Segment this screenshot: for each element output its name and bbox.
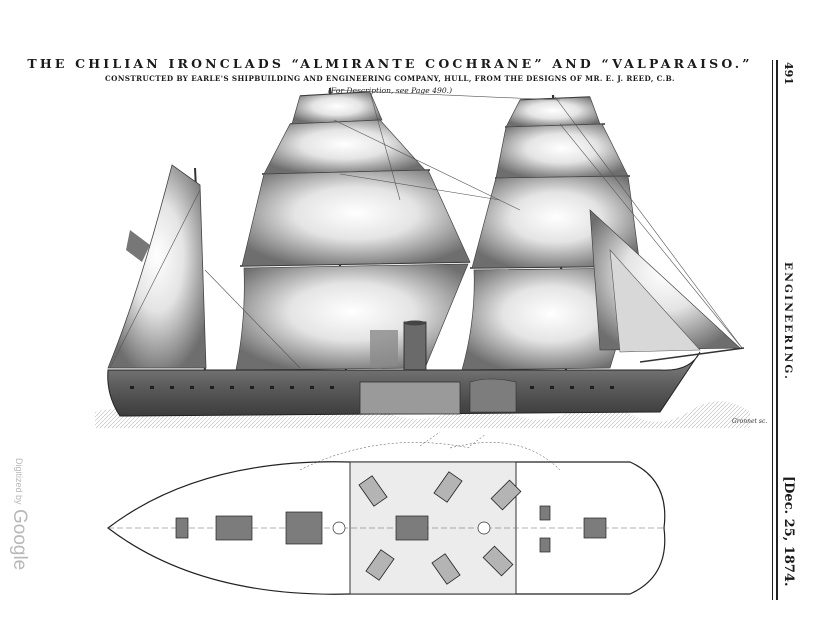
journal-name: ENGINEERING. xyxy=(782,262,794,381)
watermark-google: Google xyxy=(9,508,30,571)
page-number: 491 xyxy=(782,62,795,85)
engraver-signature: Gronnet sc. xyxy=(732,418,768,425)
margin-rule xyxy=(772,60,773,600)
description-note: (For Description, see Page 490.) xyxy=(327,86,453,95)
plate-subtitle: CONSTRUCTED BY EARLE'S SHIPBUILDING AND … xyxy=(105,74,675,83)
deck-plan-diagram xyxy=(107,431,666,595)
digitized-watermark: Digitized by Google xyxy=(8,458,30,570)
watermark-small: Digitized by xyxy=(14,458,24,505)
margin-rule-thick xyxy=(776,60,778,600)
plate-title: THE CHILIAN IRONCLADS “ALMIRANTE COCHRAN… xyxy=(27,56,753,71)
issue-date: [Dec. 25, 1874. xyxy=(781,476,796,587)
